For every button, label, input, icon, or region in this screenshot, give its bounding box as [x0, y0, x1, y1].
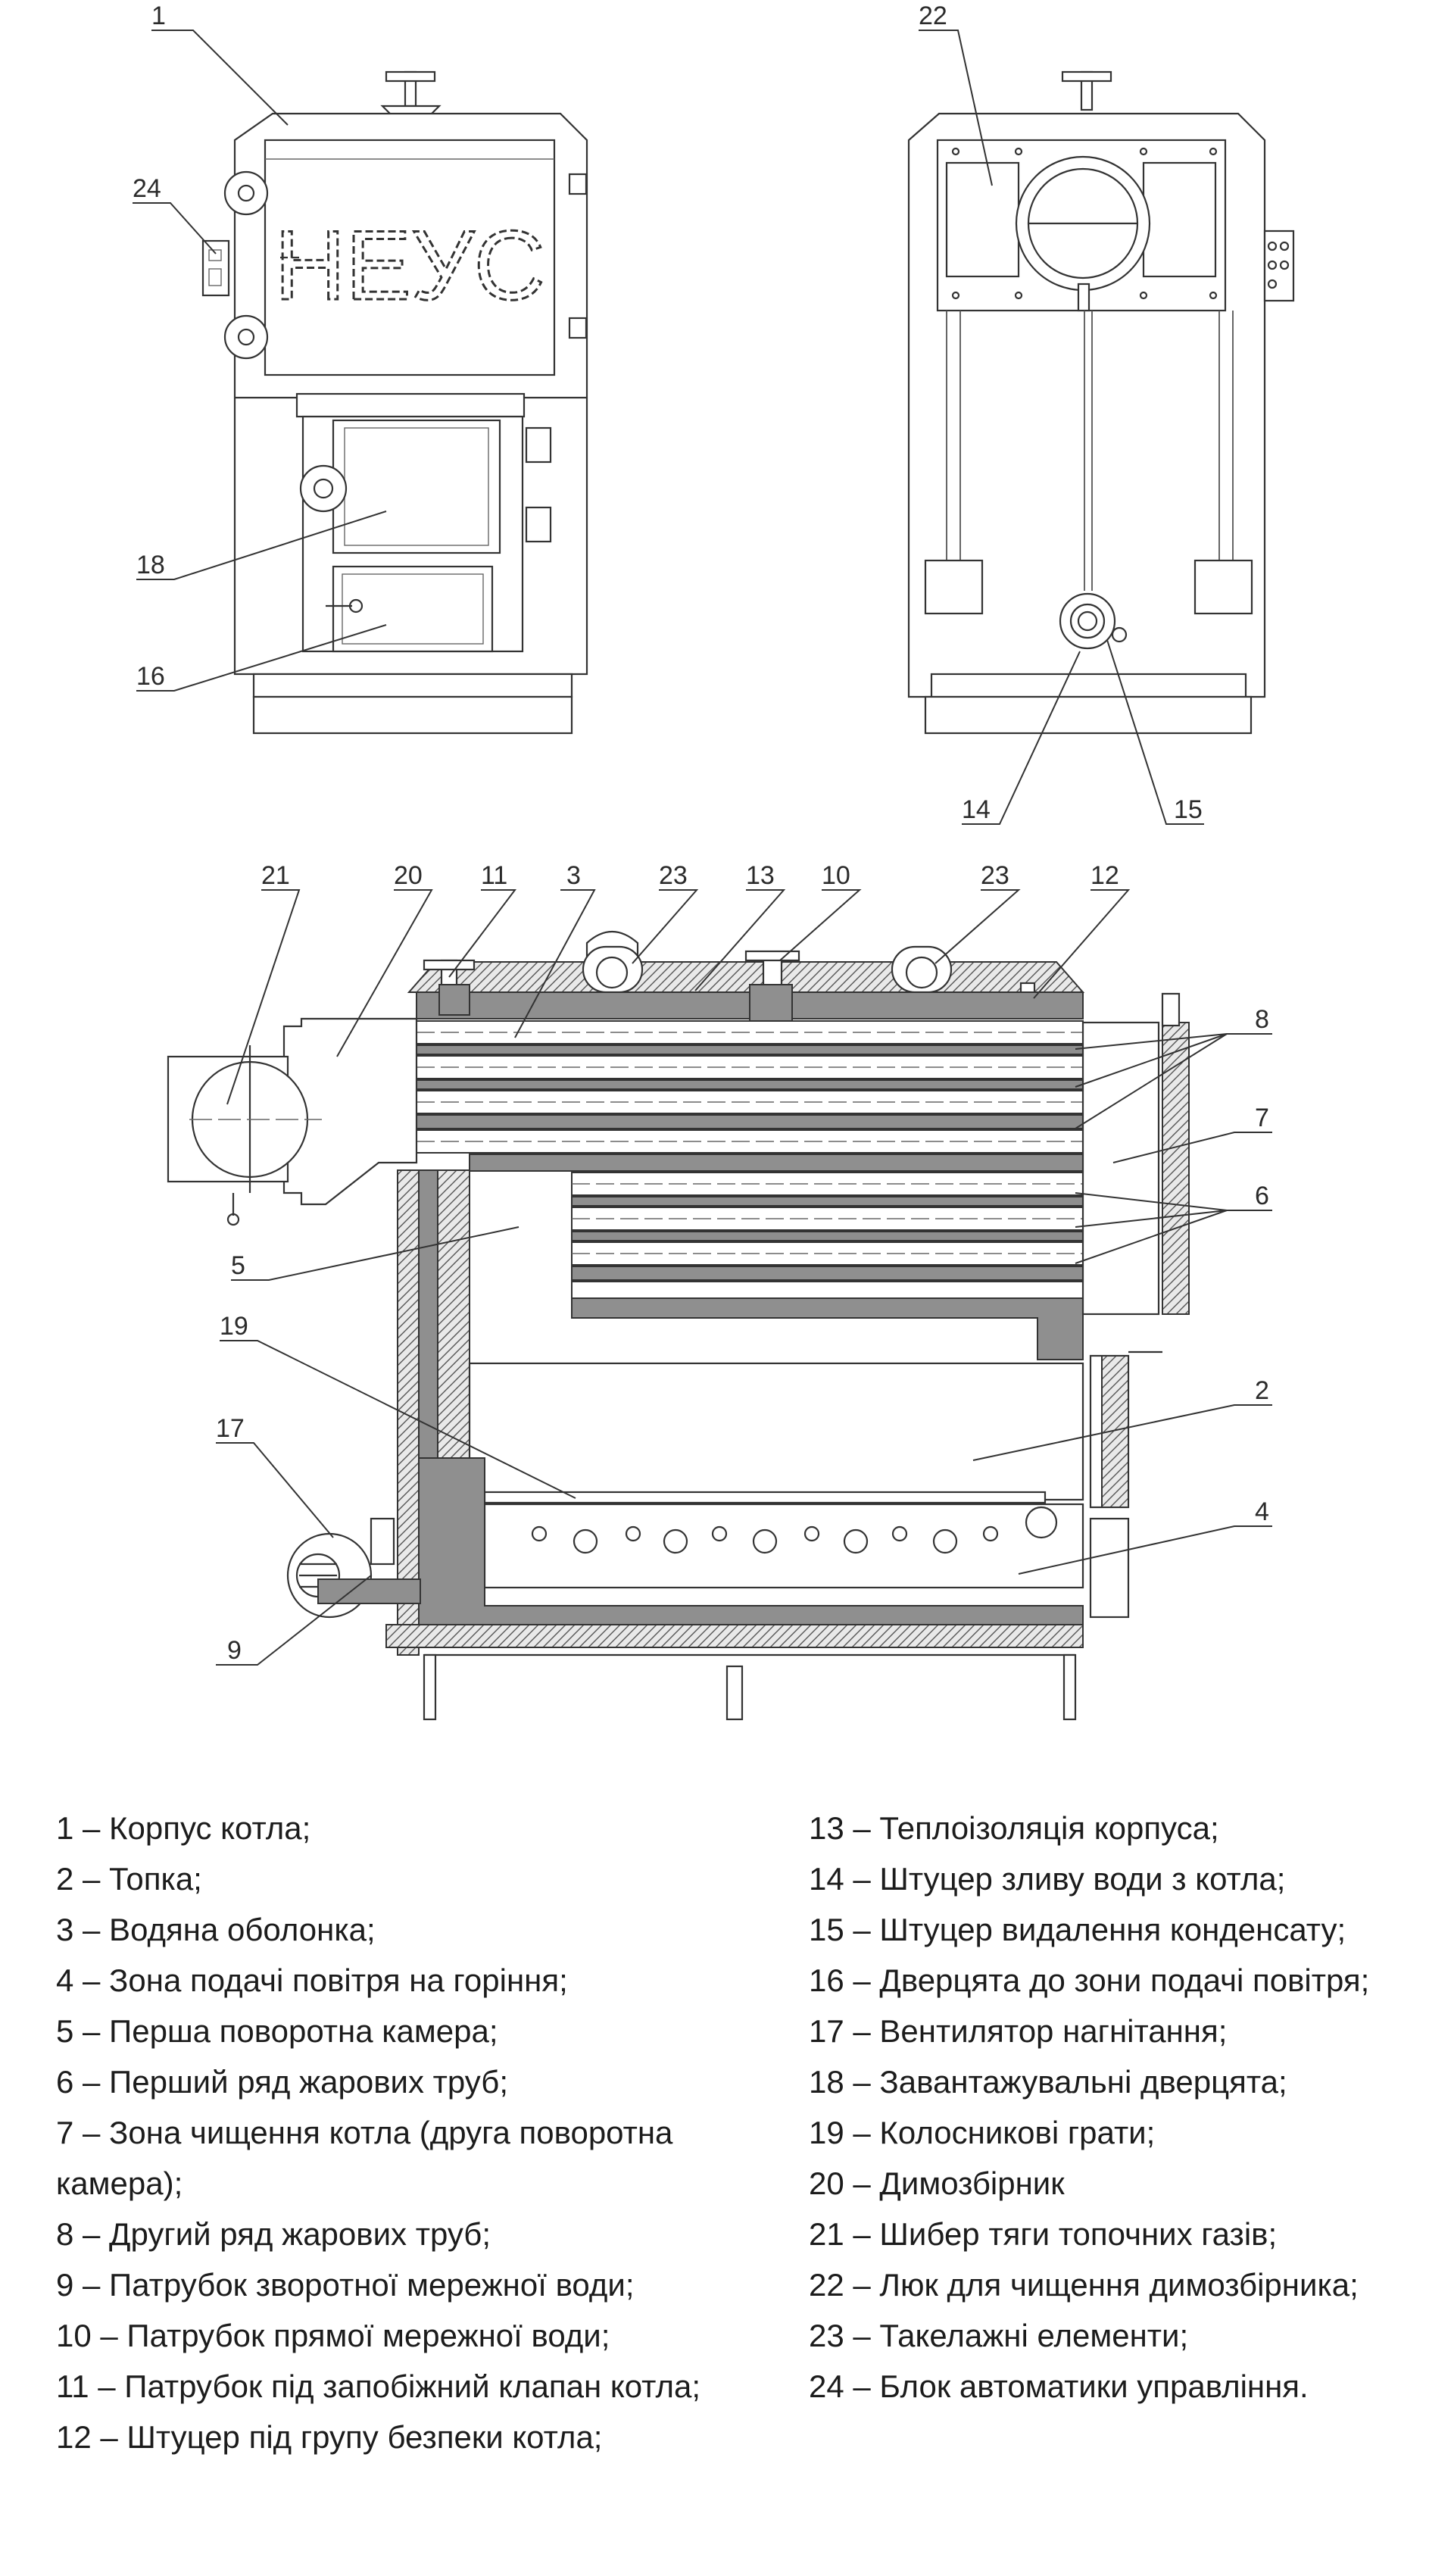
callout-4: 4 — [1255, 1497, 1269, 1526]
callout-14: 14 — [962, 795, 991, 824]
leader-lines — [133, 30, 1272, 1666]
return-water-pipe — [317, 1578, 421, 1604]
legend-right-column: 13 – Теплоізоляція корпуса; 14 – Штуцер … — [809, 1803, 1430, 2412]
legend-item-19: 19 – Колосникові грати; — [809, 2115, 1156, 2150]
first-row-tubes — [571, 1172, 1084, 1299]
callout-18: 18 — [136, 551, 165, 579]
rear-view — [907, 70, 1295, 735]
callout-7: 7 — [1255, 1104, 1269, 1132]
body-insulation — [407, 961, 1085, 993]
callout-5: 5 — [231, 1251, 245, 1280]
legend-item-12: 12 – Штуцер під групу безпеки котла; — [56, 2419, 603, 2455]
legend-item-10: 10 – Патрубок прямої мережної води; — [56, 2318, 610, 2353]
callout-23a: 23 — [659, 861, 688, 890]
legend-item-14: 14 – Штуцер зливу води з котла; — [809, 1861, 1286, 1897]
legend-item-3: 3 – Водяна оболонка; — [56, 1912, 376, 1947]
air-door — [332, 565, 494, 653]
condensate-fitting — [1111, 626, 1128, 643]
legend-item-23: 23 – Такелажні елементи; — [809, 2318, 1189, 2353]
callout-21: 21 — [261, 861, 290, 890]
legend-item-17: 17 – Вентилятор нагнітання; — [809, 2013, 1228, 2049]
boiler-technical-drawing: НЕУС — [133, 2, 1295, 1721]
callout-19: 19 — [220, 1312, 248, 1341]
legend-item-16: 16 – Дверцята до зони подачі повітря; — [809, 1962, 1370, 1998]
legend-item-8: 8 – Другий ряд жарових труб; — [56, 2216, 491, 2252]
callout-labels: 1 24 18 16 22 14 15 21 20 11 3 23 13 10 … — [133, 2, 1269, 1665]
callout-11: 11 — [481, 861, 507, 890]
callout-3: 3 — [566, 861, 581, 890]
legend-item-6: 6 – Перший ряд жарових труб; — [56, 2064, 508, 2100]
callout-15: 15 — [1174, 795, 1203, 824]
legend-item-21: 21 – Шибер тяги топочних газів; — [809, 2216, 1278, 2252]
callout-8: 8 — [1255, 1005, 1269, 1034]
second-row-tubes — [416, 1020, 1084, 1154]
callout-23b: 23 — [981, 861, 1009, 890]
callout-6: 6 — [1255, 1182, 1269, 1210]
callout-2: 2 — [1255, 1376, 1269, 1405]
legend-item-11: 11 – Патрубок під запобіжний клапан котл… — [56, 2368, 701, 2404]
legend-item-5: 5 – Перша поворотна камера; — [56, 2013, 498, 2049]
legend-item-13: 13 – Теплоізоляція корпуса; — [809, 1810, 1219, 1846]
firebox — [468, 1362, 1084, 1501]
logo-text: НЕУС — [274, 210, 544, 320]
callout-1: 1 — [151, 2, 166, 30]
front-upper-panel — [264, 139, 556, 376]
legend-left-column: 1 – Корпус котла; 2 – Топка; 3 – Водяна … — [56, 1803, 738, 2462]
section-view — [167, 930, 1190, 1721]
legend-item-1: 1 – Корпус котла; — [56, 1810, 311, 1846]
callout-24: 24 — [133, 174, 161, 203]
legend-item-22: 22 – Люк для чищення димозбірника; — [809, 2267, 1359, 2303]
legend-item-9: 9 – Патрубок зворотної мережної води; — [56, 2267, 635, 2303]
callout-13: 13 — [746, 861, 775, 890]
automation-block — [201, 239, 230, 297]
front-view: НЕУС — [201, 70, 588, 735]
legend-item-4: 4 – Зона подачі повітря на горіння; — [56, 1962, 568, 1998]
callout-10: 10 — [822, 861, 850, 890]
grate — [483, 1491, 1047, 1504]
legend-item-15: 15 – Штуцер видалення конденсату; — [809, 1912, 1346, 1947]
legend-item-18: 18 – Завантажувальні дверцята; — [809, 2064, 1287, 2100]
callout-17: 17 — [216, 1414, 245, 1443]
legend-item-7: 7 – Зона чищення котла (друга поворотна … — [56, 2115, 673, 2201]
legend-item-2: 2 – Топка; — [56, 1861, 202, 1897]
smoke-box — [282, 1017, 418, 1206]
legend-item-20: 20 – Димозбірник — [809, 2165, 1065, 2201]
air-holes — [531, 1506, 1058, 1554]
callout-16: 16 — [136, 662, 165, 691]
callout-9: 9 — [227, 1636, 242, 1665]
callout-12: 12 — [1090, 861, 1119, 890]
loading-door — [332, 419, 501, 554]
callout-20: 20 — [394, 861, 423, 890]
legend-item-24: 24 – Блок автоматики управління. — [809, 2368, 1309, 2404]
callout-22: 22 — [919, 2, 947, 30]
